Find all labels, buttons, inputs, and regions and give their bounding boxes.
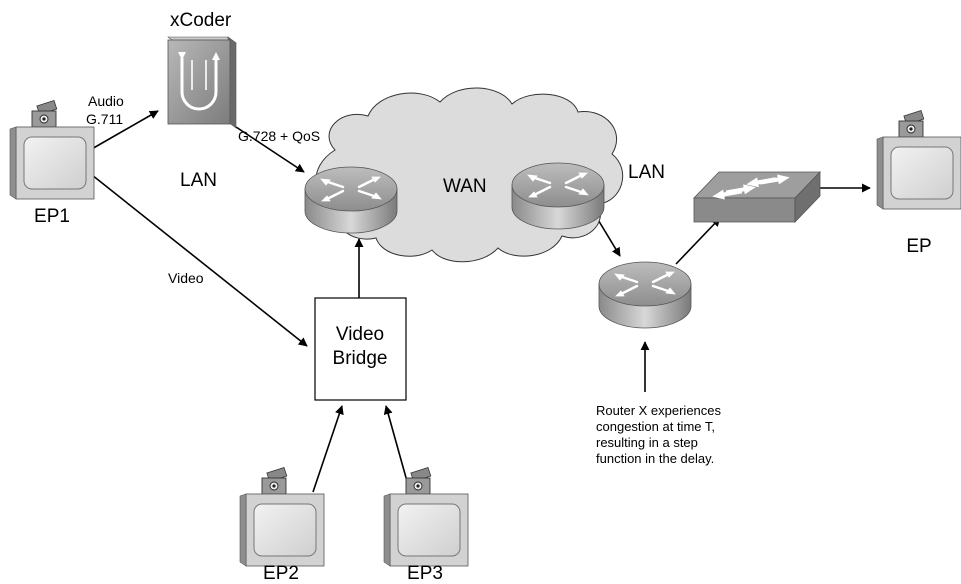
ep2-endpoint: [239, 466, 325, 567]
ep1-to-video-bridge-arrow: [91, 174, 308, 347]
lan-left-label: LAN: [180, 170, 217, 191]
audio-label: Audio: [88, 93, 124, 109]
video-label: Video: [168, 270, 204, 286]
g728-qos-label: G.728 + QoS: [238, 128, 320, 144]
ep-endpoint: [876, 109, 961, 210]
ep-label: EP: [906, 236, 931, 257]
router-x-note-line1: Router X experiences: [596, 403, 722, 418]
ep2-to-bridge-arrow: [312, 405, 344, 493]
lan-right-label: LAN: [628, 162, 665, 183]
router-x-note-line2: congestion at time T,: [596, 419, 715, 434]
lan-switch: [693, 171, 821, 223]
ep3-endpoint: [383, 466, 469, 567]
video-bridge-box: [314, 297, 407, 401]
xcoder-device: [167, 36, 237, 129]
lan-router-left: [303, 165, 399, 235]
video-bridge-label-line2: Bridge: [333, 348, 388, 369]
wan-router-right: [510, 161, 606, 231]
ep1-label: EP1: [34, 206, 70, 227]
xcoder-to-router-arrow: [235, 126, 305, 173]
router-x: [597, 260, 693, 330]
router-x-note-line3: resulting in a step: [596, 435, 698, 450]
ep1-endpoint: [9, 99, 95, 200]
xcoder-label: xCoder: [170, 10, 232, 31]
ep2-label: EP2: [263, 563, 299, 584]
router-x-to-switch-arrow: [675, 217, 721, 265]
router-x-note-line4: function in the delay.: [596, 451, 714, 466]
g711-label: G.711: [86, 111, 123, 127]
video-bridge-label-line1: Video: [336, 324, 384, 345]
ep1-to-xcoder-arrow: [89, 110, 159, 151]
wan-router-to-router-x-arrow: [596, 217, 621, 257]
wan-label: WAN: [443, 176, 487, 197]
ep3-label: EP3: [407, 563, 443, 584]
